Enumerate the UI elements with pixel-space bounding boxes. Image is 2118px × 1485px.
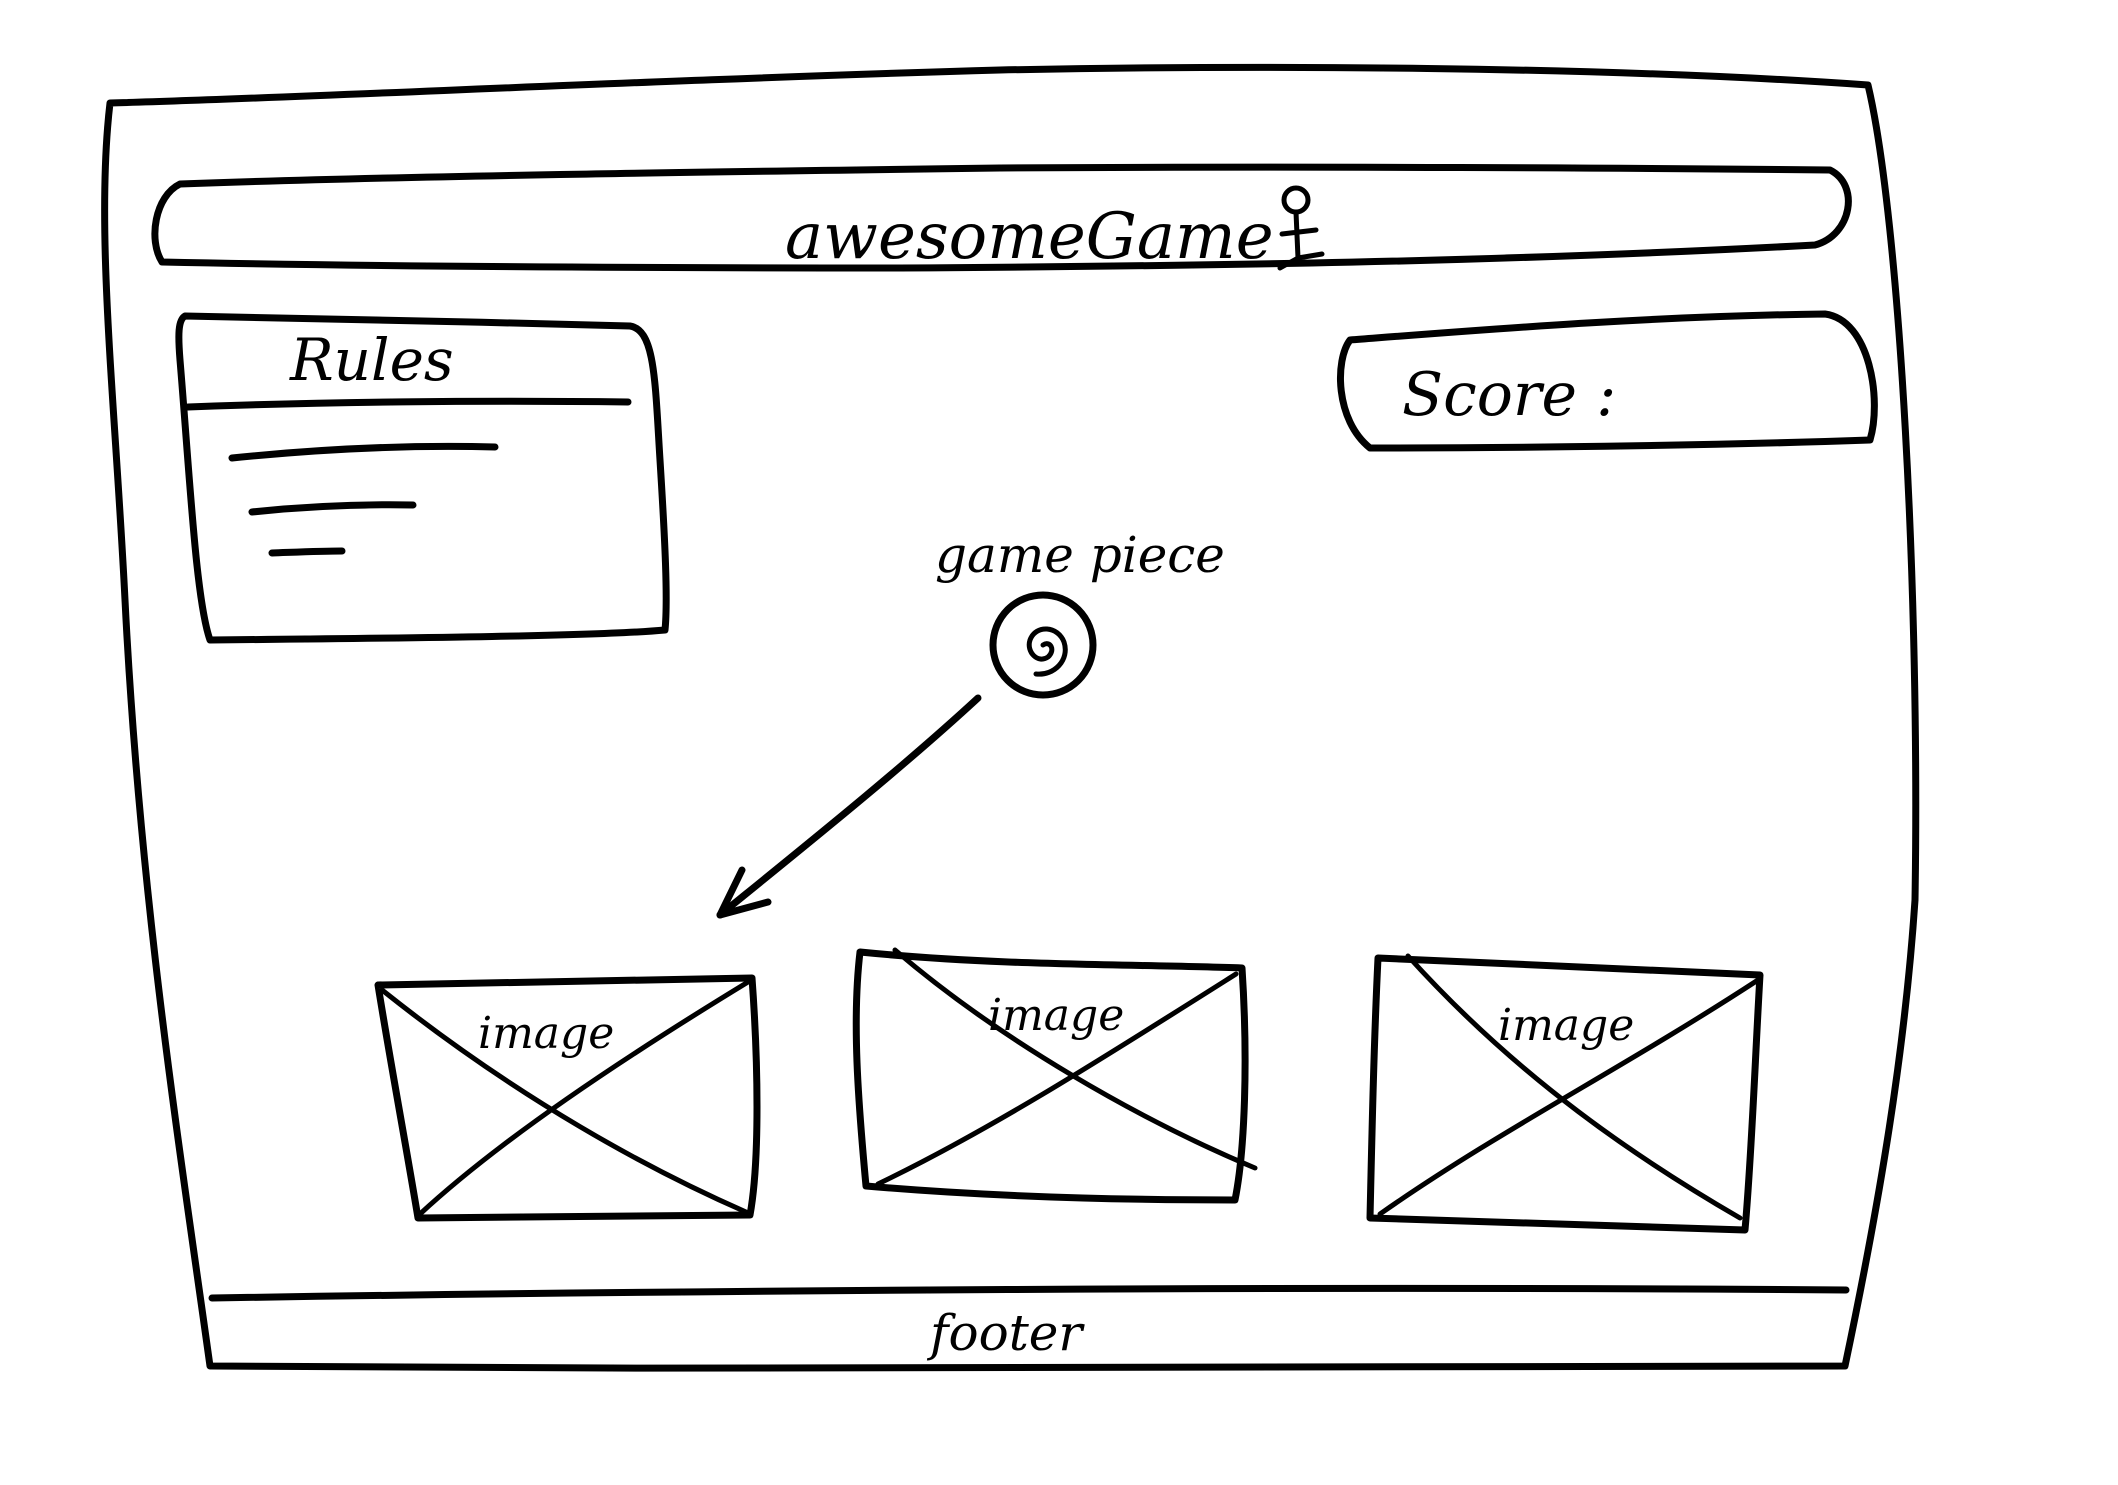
footer-label: footer [926,1304,1085,1362]
game-piece-label: game piece [935,526,1225,584]
app-title: awesomeGame [785,200,1274,274]
score-panel-outline [1337,310,1878,452]
image-placeholder-2: image [852,947,1258,1204]
arrow-head [716,866,772,919]
game-piece: game piece [716,526,1225,919]
arrow [716,694,982,919]
rules-heading: Rules [289,326,454,394]
rules-line-2 [248,501,417,516]
image-placeholder-3: image [1366,953,1764,1234]
image-placeholder-1: image [374,974,761,1222]
footer-divider [208,1284,1850,1302]
rules-line-1 [228,442,499,462]
rules-panel-outline [175,312,670,644]
spiral-icon [989,591,1097,699]
page-frame [101,63,1920,1373]
image-placeholder-3-outline [1366,954,1764,1234]
image-placeholder-2-label: image [988,990,1124,1041]
image-placeholder-3-label: image [1498,1000,1634,1051]
score-label: Score : [1402,360,1616,430]
score-panel: Score : [1337,310,1878,452]
stick-figure-icon [1277,185,1325,271]
header-bar: awesomeGame [151,163,1852,274]
image-placeholder-1-outline [374,974,761,1222]
rules-line-3 [268,547,346,557]
rules-panel: Rules [175,312,670,644]
header-bar-outline [151,163,1852,272]
image-placeholder-2-outline [852,948,1249,1204]
rules-divider [184,397,632,411]
footer: footer [208,1284,1850,1362]
image-placeholder-1-label: image [478,1008,614,1059]
